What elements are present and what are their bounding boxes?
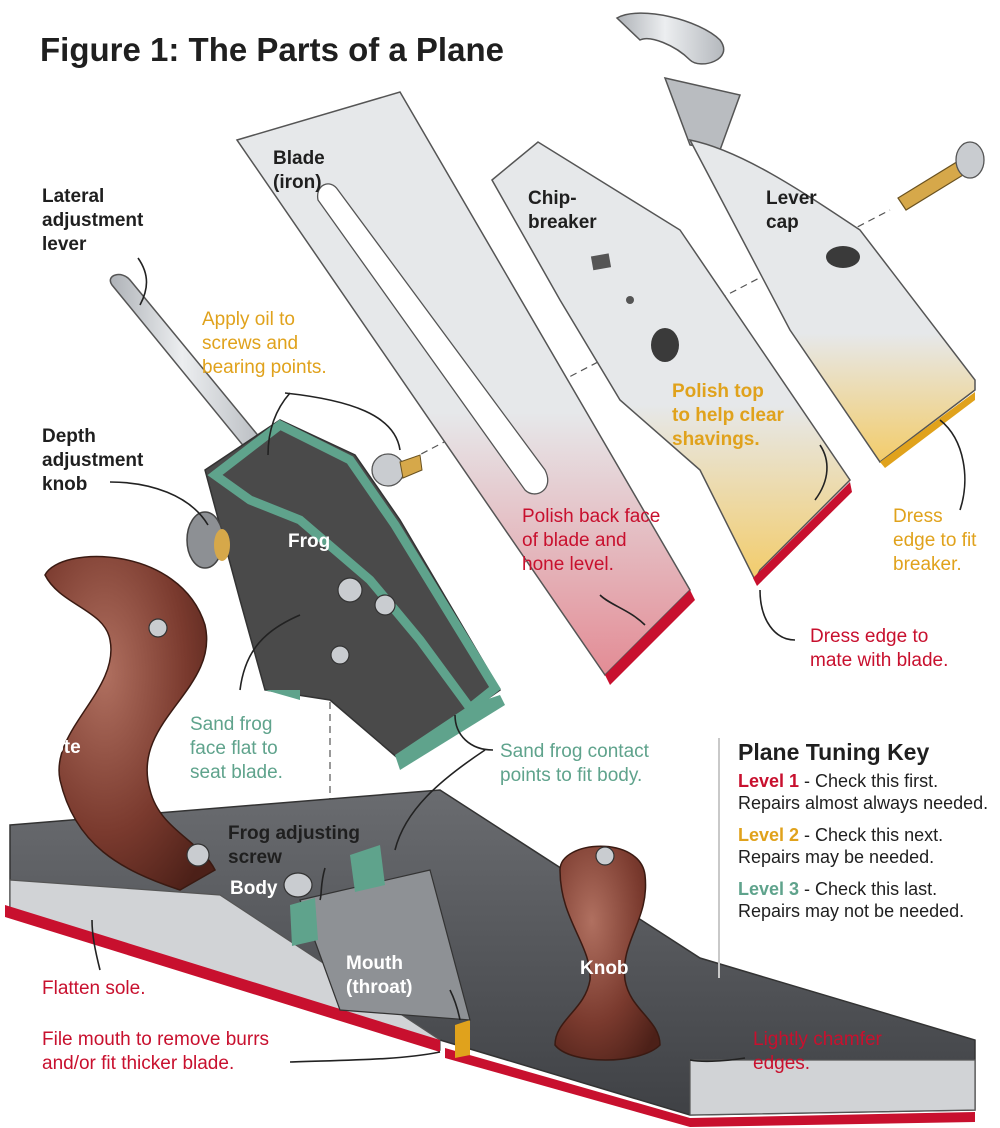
lever-cap-screw-shape [897, 141, 985, 211]
frog-shape [204, 419, 505, 770]
note-chamfer: Lightly chamfer edges. [753, 1029, 882, 1074]
label-frog-adjusting-screw: Frog adjusting screw [228, 823, 360, 868]
label-chipbreaker: Chip- breaker [528, 188, 597, 233]
note-file-mouth: File mouth to remove burrs and/or fit th… [42, 1029, 270, 1074]
lever-cap-shape [615, 12, 976, 468]
note-dress-breaker: Dress edge to fit breaker. [893, 506, 977, 575]
key-level-3-label: Level 3 [738, 879, 800, 899]
key-level-3-text: - Check this last. Repairs may not be ne… [738, 879, 965, 921]
tote-shape [44, 555, 216, 891]
key-level-1-text: - Check this first. Repairs almost alway… [738, 771, 989, 813]
label-depth-knob: Depth adjustment knob [42, 426, 144, 495]
label-tote: Tote [42, 737, 81, 758]
label-knob: Knob [580, 958, 629, 979]
label-blade: Blade (iron) [273, 148, 325, 193]
key-heading: Plane Tuning Key [738, 739, 930, 765]
note-apply-oil: Apply oil to screws and bearing points. [202, 309, 327, 378]
figure-title-text: The Parts of a Plane [188, 31, 504, 68]
chipbreaker-shape [491, 141, 852, 586]
note-sand-frog-face: Sand frog face flat to seat blade. [190, 714, 283, 783]
figure-title: Figure 1: The Parts of a Plane [40, 30, 504, 70]
note-flatten-sole: Flatten sole. [42, 978, 146, 999]
label-mouth: Mouth (throat) [346, 953, 413, 998]
key-level-2-text: - Check this next. Repairs may be needed… [738, 825, 944, 867]
blade-shape [235, 91, 695, 685]
key-level-2-label: Level 2 [738, 825, 800, 845]
pointer-arrows [91, 257, 966, 1063]
note-dress-mate: Dress edge to mate with blade. [810, 626, 949, 671]
knob-shape [554, 845, 661, 1061]
key-level-2: Level 2 - Check this next. Repairs may b… [738, 824, 998, 868]
tuning-key: Plane Tuning Key Level 1 - Check this fi… [738, 738, 998, 932]
key-level-3: Level 3 - Check this last. Repairs may n… [738, 878, 998, 922]
plane-body-shape [5, 789, 976, 1127]
depth-knob-shape [186, 511, 230, 569]
note-sand-contact: Sand frog contact points to fit body. [500, 741, 649, 786]
label-body: Body [230, 878, 278, 899]
figure-number: Figure 1: [40, 31, 180, 68]
frog-screw-loose-shape [371, 453, 423, 487]
key-level-1: Level 1 - Check this first. Repairs almo… [738, 770, 998, 814]
label-frog: Frog [288, 531, 331, 552]
label-lever-cap: Lever cap [766, 188, 817, 233]
note-polish-back: Polish back face of blade and hone level… [522, 506, 661, 575]
key-divider [718, 738, 720, 978]
note-polish-top: Polish top to help clear shavings. [672, 381, 784, 450]
label-lateral-lever: Lateral adjustment lever [42, 186, 144, 255]
key-level-1-label: Level 1 [738, 771, 800, 791]
